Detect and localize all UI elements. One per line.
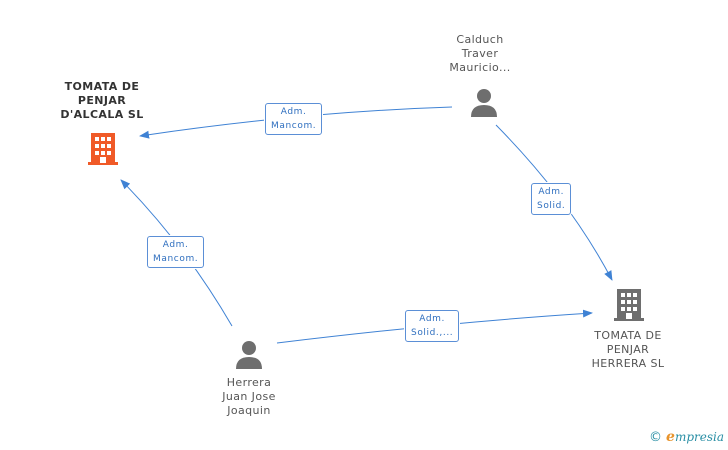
- edge-label-adm-solid[interactable]: Adm. Solid.,...: [405, 310, 460, 342]
- person-calduch-label[interactable]: Calduch Traver Mauricio...: [449, 33, 511, 74]
- building-icon[interactable]: [613, 288, 645, 322]
- person-herrera-label[interactable]: Herrera Juan Jose Joaquin: [222, 376, 276, 417]
- copyright-symbol: ©: [649, 430, 663, 445]
- edge-label-adm-mancom[interactable]: Adm. Mancom.: [147, 236, 205, 268]
- edge-label-adm-solid[interactable]: Adm. Solid.: [531, 183, 572, 215]
- company-herrera-label[interactable]: TOMATA DE PENJAR HERRERA SL: [591, 329, 665, 370]
- person-icon[interactable]: [234, 340, 264, 370]
- empresia-watermark: ©empresia: [649, 429, 724, 445]
- brand-initial: e: [666, 429, 675, 445]
- brand-name: mpresia: [674, 430, 724, 444]
- company-main-label[interactable]: TOMATA DE PENJAR D'ALCALA SL: [60, 80, 144, 121]
- person-icon[interactable]: [469, 88, 499, 118]
- building-icon[interactable]: [87, 132, 119, 166]
- edge-label-adm-mancom[interactable]: Adm. Mancom.: [265, 103, 323, 135]
